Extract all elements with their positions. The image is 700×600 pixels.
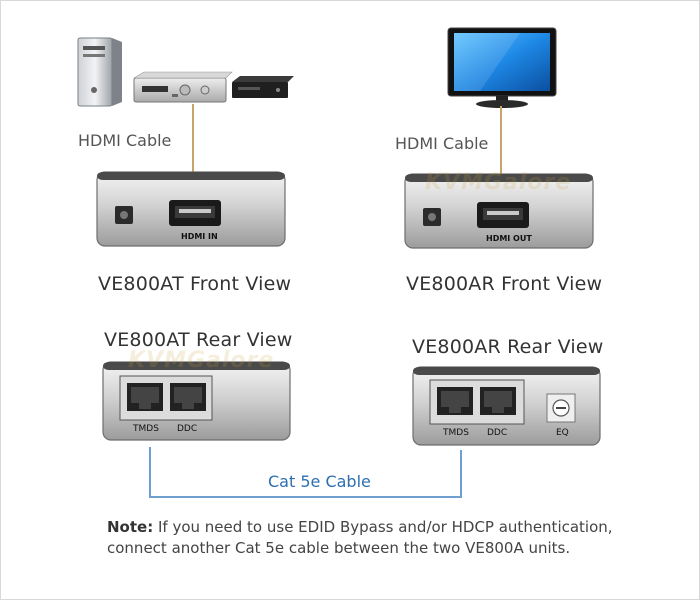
- cat5e-cable-line: [149, 447, 462, 498]
- watermark-bottom: KVMGalore: [128, 348, 275, 373]
- hdmi-out-port-label: HDMI OUT: [486, 234, 532, 243]
- ve800ar-front-unit: [404, 173, 594, 249]
- pc-tower-icon: [77, 37, 122, 107]
- ve800ar-rear-view-label: VE800AR Rear View: [412, 336, 604, 358]
- note-text: If you need to use EDID Bypass and/or HD…: [107, 518, 613, 557]
- note-block: Note: If you need to use EDID Bypass and…: [107, 517, 627, 559]
- ddc-port-label-tx: DDC: [177, 424, 198, 434]
- note-prefix: Note:: [107, 518, 154, 536]
- av-receiver-icon: [132, 71, 233, 103]
- dvd-player-icon: [232, 76, 294, 98]
- eq-knob-label: EQ: [556, 428, 569, 438]
- ve800ar-front-view-label: VE800AR Front View: [406, 273, 603, 295]
- ve800at-front-view-label: VE800AT Front View: [98, 273, 292, 295]
- ve800at-rear-view-label: VE800AT Rear View: [104, 329, 293, 351]
- hdmi-in-port-label: HDMI IN: [181, 232, 218, 241]
- tmds-port-label-tx: TMDS: [133, 424, 159, 434]
- monitor-icon: [447, 27, 557, 108]
- hdmi-cable-label-right: HDMI Cable: [395, 134, 489, 153]
- ddc-port-label-rx: DDC: [487, 428, 508, 438]
- ve800at-rear-unit: [102, 361, 291, 441]
- ve800at-front-unit: [96, 171, 286, 247]
- cat5e-cable-label: Cat 5e Cable: [268, 472, 371, 491]
- watermark-top: KVMGalore: [425, 170, 572, 195]
- tmds-port-label-rx: TMDS: [443, 428, 469, 438]
- hdmi-cable-label-left: HDMI Cable: [78, 131, 172, 150]
- ve800ar-rear-unit: [412, 366, 601, 446]
